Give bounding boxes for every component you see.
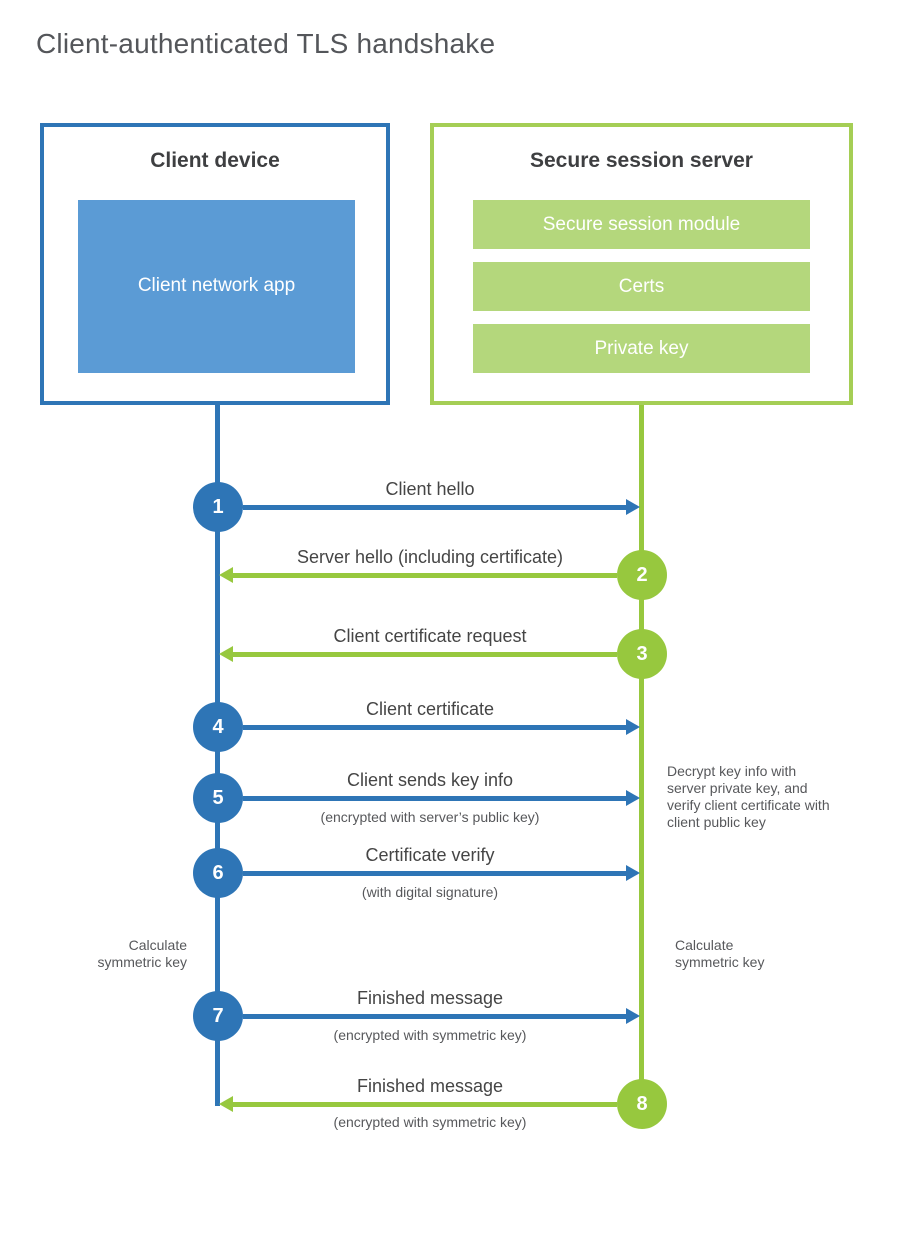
step-5-sublabel: (encrypted with server’s public key)	[320, 809, 540, 825]
step-5-label: Client sends key info	[346, 770, 514, 790]
step-7-label: Finished message	[356, 988, 504, 1008]
calculate-symmetric-key-note-client: Calculate symmetric key	[97, 937, 187, 970]
step-5-arrow	[243, 790, 640, 806]
step-2-arrow	[219, 567, 617, 583]
step-6-label: Certificate verify	[365, 845, 495, 865]
page-title: Client-authenticated TLS handshake	[36, 28, 496, 59]
step-8-arrow	[219, 1096, 617, 1112]
step-3-arrow	[219, 646, 617, 662]
step-6-circle: 6	[193, 848, 243, 898]
step-8-circle: 8	[617, 1079, 667, 1129]
step-8-sublabel: (encrypted with symmetric key)	[333, 1114, 527, 1130]
decrypt-key-note: Decrypt key info with server private key…	[667, 763, 830, 830]
step-4-arrow	[243, 719, 640, 735]
step-1-circle: 1	[193, 482, 243, 532]
secure-session-server-box: Secure session server Secure session mod…	[430, 123, 853, 405]
client-lifeline	[215, 405, 220, 1106]
step-8-label: Finished message	[356, 1076, 504, 1096]
step-7-circle: 7	[193, 991, 243, 1041]
step-2-label: Server hello (including certificate)	[296, 547, 564, 567]
step-6-arrow	[243, 865, 640, 881]
client-network-app-label: Client network app	[137, 275, 296, 297]
step-7-sublabel: (encrypted with symmetric key)	[333, 1027, 527, 1043]
calculate-symmetric-key-note-server: Calculate symmetric key	[675, 937, 765, 970]
client-device-title: Client device	[150, 149, 280, 172]
step-1-label: Client hello	[385, 479, 475, 499]
server-module-secure-session: Secure session module	[473, 200, 810, 249]
step-3-circle: 3	[617, 629, 667, 679]
client-device-box: Client device Client network app	[40, 123, 390, 405]
server-module-certs: Certs	[473, 262, 810, 311]
step-4-circle: 4	[193, 702, 243, 752]
step-5-circle: 5	[193, 773, 243, 823]
step-1-arrow	[243, 499, 640, 515]
step-2-circle: 2	[617, 550, 667, 600]
secure-session-server-title: Secure session server	[530, 149, 753, 172]
step-4-label: Client certificate	[365, 699, 495, 719]
step-6-sublabel: (with digital signature)	[361, 884, 499, 900]
step-3-label: Client certificate request	[333, 626, 527, 646]
server-module-private-key: Private key	[473, 324, 810, 373]
step-7-arrow	[243, 1008, 640, 1024]
client-network-app-box: Client network app	[78, 200, 355, 373]
server-lifeline	[639, 405, 644, 1106]
